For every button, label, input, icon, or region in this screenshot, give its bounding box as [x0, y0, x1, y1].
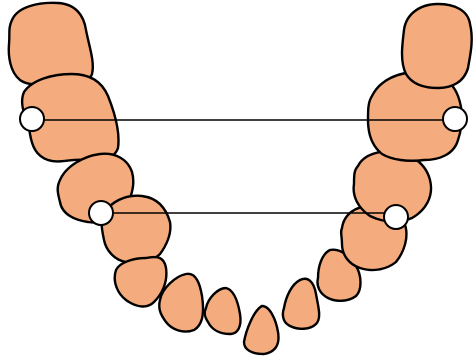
right-tooth-7 — [283, 279, 319, 329]
lower-right-point — [384, 205, 408, 229]
right-tooth-2 — [402, 4, 472, 88]
upper-right-point — [443, 107, 467, 131]
left-tooth-5 — [115, 257, 167, 306]
lower-left-point — [89, 201, 113, 225]
center-tooth — [244, 306, 278, 354]
left-tooth-7 — [205, 288, 241, 334]
left-tooth-4 — [102, 196, 171, 263]
upper-left-point — [20, 107, 44, 131]
